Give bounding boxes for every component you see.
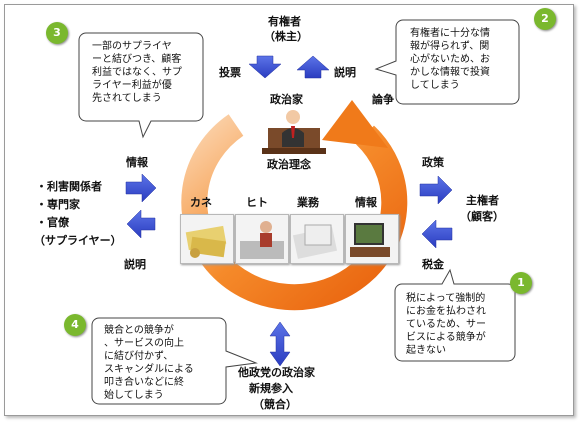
badge-2: 2 (534, 8, 556, 30)
arrow-info-right (125, 173, 157, 203)
badge-4: 4 (64, 314, 86, 336)
policy-label: 政策 (422, 156, 444, 169)
bubble-note-4 (91, 317, 258, 405)
arrow-explain-up (296, 55, 330, 79)
note-1-text: 税によって強制的 にお金を払わされ ているため、サー ビスによる競争が 起きない (406, 293, 486, 356)
badge-1: 1 (510, 272, 532, 294)
people-image (235, 214, 289, 264)
supplier-item: （サプライヤー） (34, 234, 122, 247)
info-image (345, 214, 399, 264)
resource-work-label: 業務 (297, 196, 319, 209)
philosophy-label: 政治理念 (267, 158, 311, 171)
sovereign-label: 主権者 (466, 194, 499, 207)
resource-money-label: カネ (190, 196, 212, 209)
work-image (290, 214, 344, 264)
politician-label: 政治家 (270, 93, 303, 106)
bureaucrat-item: ・官僚 (36, 216, 69, 229)
bubble-note-1 (394, 268, 516, 362)
cycle-ring (181, 114, 408, 311)
arrow-tax-left (421, 219, 453, 249)
arrow-vote-down (248, 55, 282, 79)
vote-label: 投票 (219, 66, 241, 79)
arrow-bottom-double (269, 321, 291, 367)
stakeholder-item: ・利害関係者 (36, 180, 102, 193)
competitor-label: （競合） (253, 398, 297, 411)
politician-figure (262, 110, 326, 154)
arrow-policy-right (419, 175, 453, 205)
debate-label: 論争 (372, 93, 394, 106)
info-left-label: 情報 (126, 156, 148, 169)
note-4-text: 競合との競争が 、サービスの向上 に結び付かず、 スキャンダルによる 叩き合いな… (104, 325, 194, 401)
new-entrant-label: 新規参入 (249, 382, 293, 395)
cycle-arrowhead (322, 100, 388, 148)
expert-item: ・専門家 (36, 198, 80, 211)
note-3-text: 一部のサプライヤ ーと結びつき、顧客 利益ではなく、サプ ライヤー利益が優 先さ… (92, 41, 182, 104)
bubble-note-3 (78, 32, 204, 139)
voter-label: 有権者 (268, 15, 301, 28)
money-image (180, 214, 234, 264)
resource-info-label: 情報 (355, 196, 377, 209)
arrow-explain-left (126, 209, 156, 239)
tax-label: 税金 (422, 258, 444, 271)
resource-people-label: ヒト (246, 196, 268, 209)
note-2-text: 有権者に十分な情 報が得られず、関 心がないため、お かしな情報で投資 してしま… (410, 28, 490, 91)
badge-3: 3 (46, 22, 68, 44)
other-politician-label: 他政党の政治家 (238, 366, 315, 379)
explain-left-label: 説明 (124, 258, 146, 271)
bubble-note-2 (374, 19, 520, 105)
explain-top-label: 説明 (334, 66, 356, 79)
customer-label: （顧客） (460, 210, 504, 223)
shareholder-label: （株主） (264, 30, 308, 43)
